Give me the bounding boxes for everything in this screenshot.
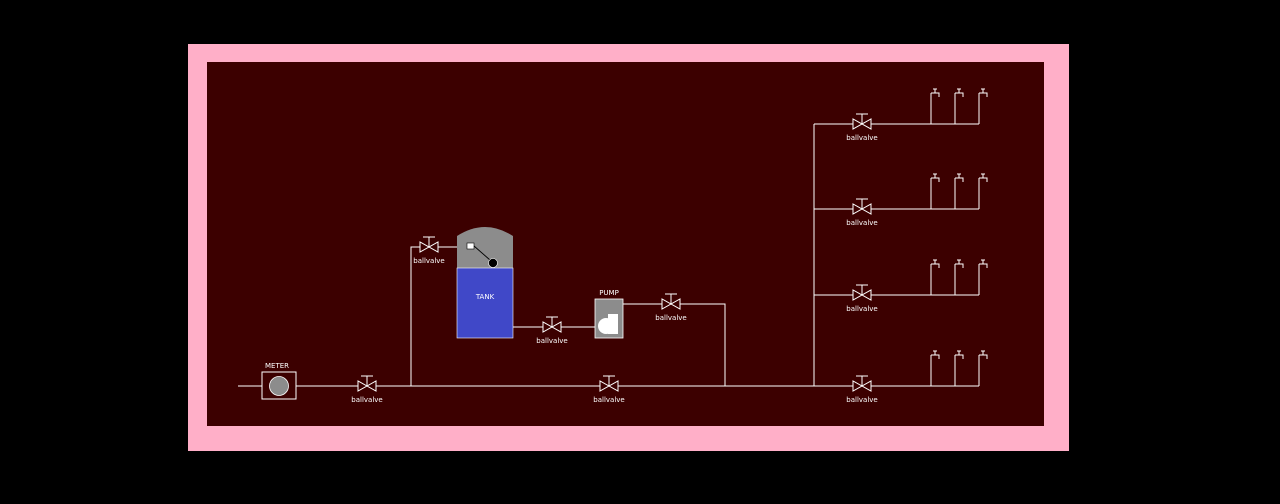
- faucet-icon: [931, 92, 940, 97]
- faucet-icon: [955, 92, 964, 97]
- pump-volute: [608, 314, 618, 334]
- pipe-tank-bypass: [410, 246, 457, 386]
- valve-label: ballvalve: [593, 396, 624, 404]
- ball-valve[interactable]: ballvalve: [351, 375, 383, 404]
- faucet-icon: [931, 354, 940, 359]
- faucet-icon: [979, 263, 988, 268]
- pump-label: PUMP: [599, 289, 619, 297]
- valve-label: ballvalve: [846, 219, 877, 227]
- valve-label: ballvalve: [655, 314, 686, 322]
- storage-tank-icon: [457, 227, 513, 268]
- faucet[interactable]: [930, 173, 940, 209]
- faucet[interactable]: [930, 350, 940, 386]
- faucet-icon: [955, 354, 964, 359]
- meter-label: METER: [265, 362, 289, 370]
- faucet-icon: [955, 263, 964, 268]
- ball-valve[interactable]: ballvalve: [655, 293, 687, 322]
- pipe-pump-outlet: [623, 303, 726, 386]
- meter-dial: [269, 376, 289, 396]
- valve-label: ballvalve: [846, 305, 877, 313]
- faucet[interactable]: [978, 259, 988, 295]
- ball-valve[interactable]: ballvalve: [846, 198, 878, 227]
- faucet[interactable]: [954, 88, 964, 124]
- valve-label: ballvalve: [413, 257, 444, 265]
- faucet[interactable]: [954, 259, 964, 295]
- ball-valve[interactable]: ballvalve: [536, 316, 568, 345]
- ball-valve[interactable]: ballvalve: [846, 113, 878, 142]
- pipe-network: [238, 123, 979, 387]
- valve-label: ballvalve: [846, 134, 877, 142]
- faucet[interactable]: [954, 173, 964, 209]
- faucet[interactable]: [978, 350, 988, 386]
- faucet-icon: [955, 177, 964, 182]
- tank-label: TANK: [475, 293, 495, 301]
- float-ball: [488, 258, 498, 268]
- faucet[interactable]: [954, 350, 964, 386]
- float-switch: [466, 242, 475, 250]
- faucet-icon: [931, 177, 940, 182]
- faucet-group: [930, 88, 988, 386]
- ball-valve[interactable]: ballvalve: [593, 375, 625, 404]
- ball-valve[interactable]: ballvalve: [413, 236, 445, 265]
- faucet[interactable]: [978, 173, 988, 209]
- valve-label: ballvalve: [846, 396, 877, 404]
- tank-water: [456, 267, 514, 339]
- ball-valve[interactable]: ballvalve: [846, 284, 878, 313]
- faucet-icon: [979, 354, 988, 359]
- ball-valve[interactable]: ballvalve: [846, 375, 878, 404]
- faucet[interactable]: [978, 88, 988, 124]
- faucet-icon: [979, 177, 988, 182]
- valve-label: ballvalve: [536, 337, 567, 345]
- storage-tank[interactable]: TANK: [456, 227, 514, 339]
- pump-icon: [594, 298, 624, 339]
- faucet[interactable]: [930, 88, 940, 124]
- flow-meter[interactable]: METER: [261, 362, 297, 400]
- valve-group: ballvalve ballvalve ballvalve ballvalve ball…: [351, 113, 878, 404]
- faucet[interactable]: [930, 259, 940, 295]
- pump[interactable]: PUMP: [594, 289, 624, 339]
- faucet-icon: [931, 263, 940, 268]
- diagram-canvas: [207, 62, 1044, 426]
- valve-label: ballvalve: [351, 396, 382, 404]
- faucet-icon: [979, 92, 988, 97]
- float-arm: [473, 245, 491, 261]
